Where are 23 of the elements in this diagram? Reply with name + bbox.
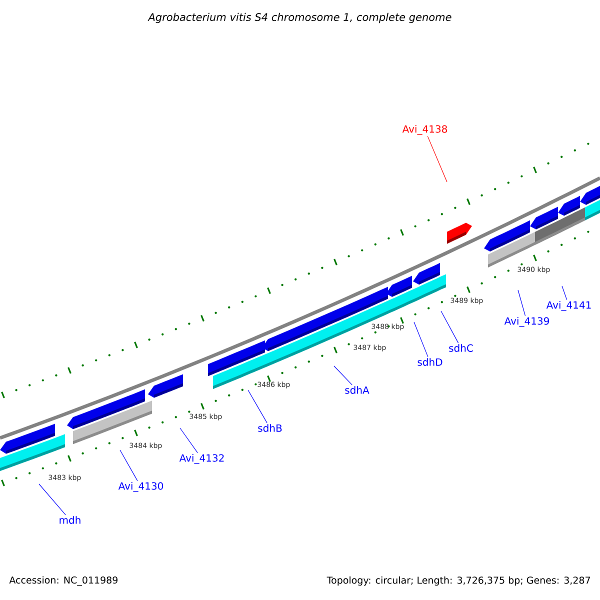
accession-text: Accession: NC_011989 bbox=[9, 576, 118, 586]
leader-line bbox=[248, 390, 268, 424]
title: Agrobacterium vitis S4 chromosome 1, complete genome bbox=[148, 12, 452, 24]
leader-line bbox=[440, 310, 459, 344]
leader-line bbox=[180, 428, 198, 454]
gene-label: Avi_4138 bbox=[402, 125, 448, 135]
gene-label: Avi_4130 bbox=[118, 482, 164, 492]
leader-line bbox=[562, 286, 568, 300]
leader-line bbox=[120, 450, 138, 482]
leader-line bbox=[38, 484, 66, 516]
gene-label: sdhA bbox=[345, 386, 370, 394]
gene-label: mdh bbox=[60, 516, 80, 524]
leader-line bbox=[414, 322, 428, 358]
gene-label: sdhB bbox=[258, 424, 282, 432]
gene-label: Avi_4132 bbox=[179, 454, 224, 464]
leader-line bbox=[427, 136, 448, 182]
gene-label: Avi_4139 bbox=[504, 317, 549, 327]
gene-label: sdhC bbox=[449, 344, 473, 352]
gene-label: Avi_4141 bbox=[546, 301, 591, 311]
gene-label: sdhD bbox=[418, 358, 442, 366]
genome-info-text: Topology: circular; Length: 3,726,375 bp; Genes: 3,287 bbox=[326, 576, 590, 586]
leader-line bbox=[334, 366, 352, 386]
leader-line bbox=[518, 290, 526, 316]
